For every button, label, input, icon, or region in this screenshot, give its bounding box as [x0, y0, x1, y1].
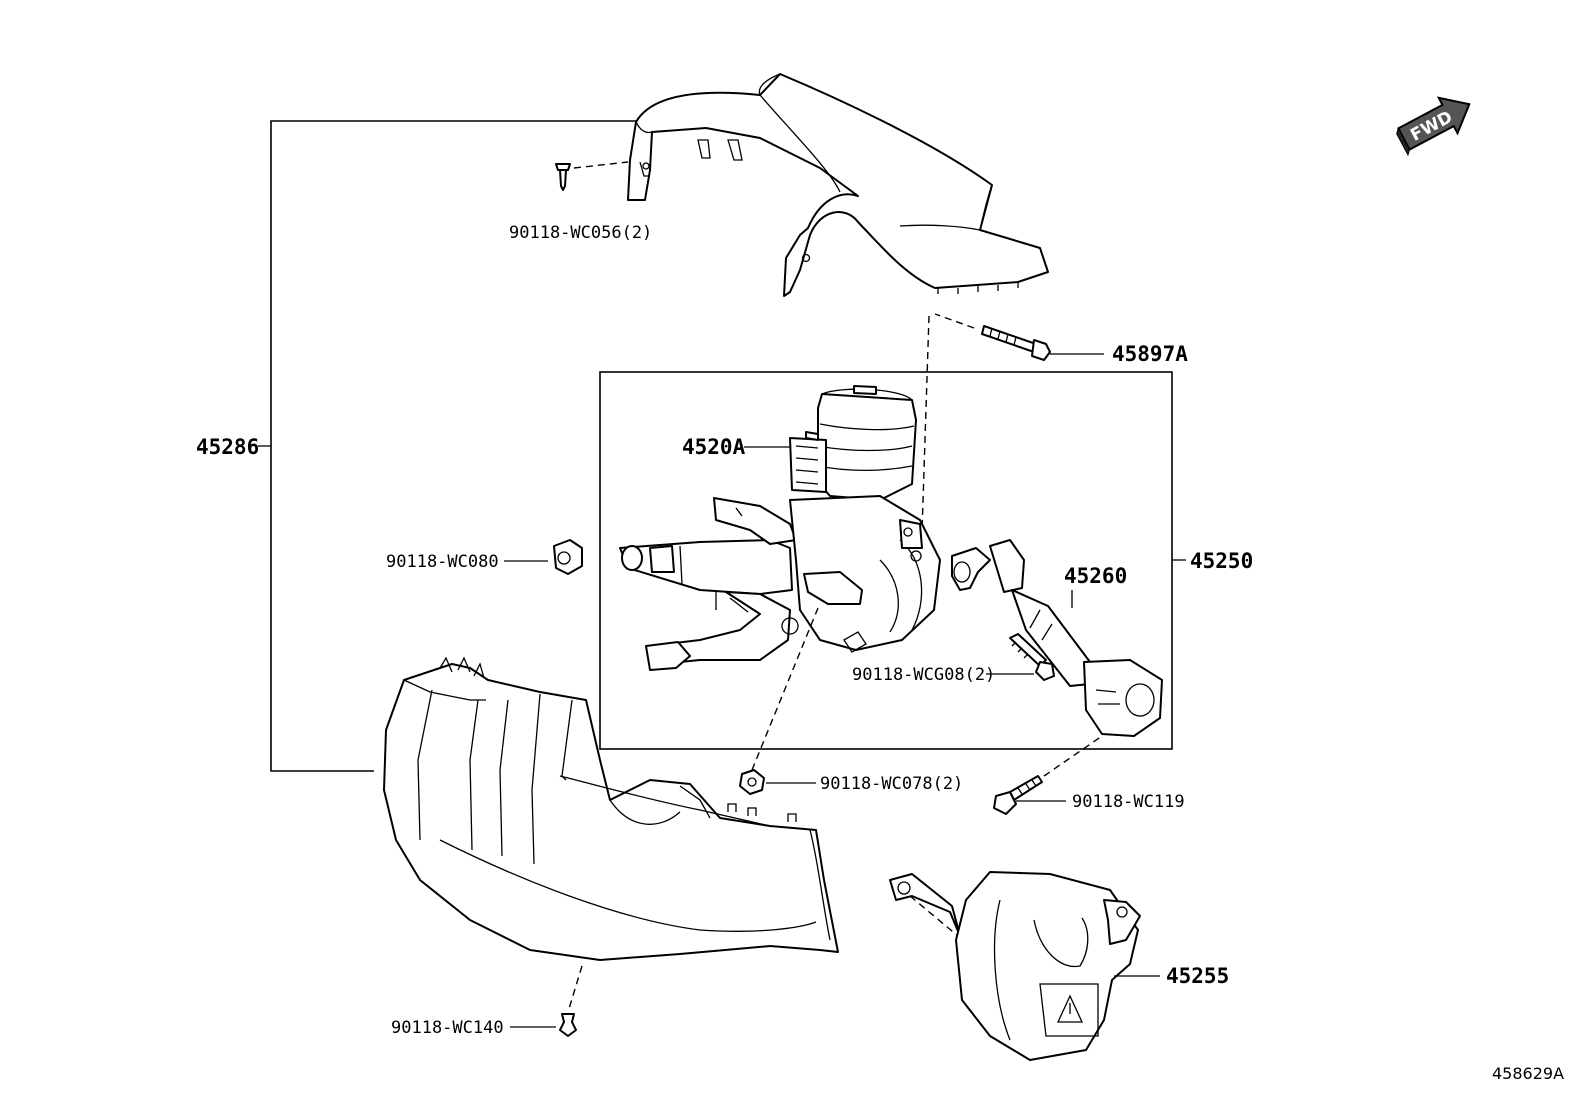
label-nut-wc080: 90118-WC080 [386, 552, 499, 572]
label-screw-top: 90118-WC056(2) [509, 223, 652, 243]
lower-column-cover [383, 656, 839, 961]
bolt-wc119 [993, 735, 1103, 815]
fwd-arrow-icon: FWD [1396, 96, 1471, 157]
cover-fastener-axis [921, 315, 930, 533]
steering-column-assembly [619, 385, 941, 671]
nut-wc080 [504, 539, 583, 575]
bolt-45897a [934, 313, 1104, 361]
label-45897a: 45897A [1112, 342, 1188, 366]
screw-wc140 [510, 965, 583, 1037]
label-screw-wc140: 90118-WC140 [391, 1018, 504, 1038]
label-45286: 45286 [196, 435, 259, 459]
bolt-wcg08 [986, 633, 1055, 681]
screw-wc056 [555, 161, 629, 191]
label-45250: 45250 [1190, 549, 1253, 573]
cover-45255 [889, 871, 1160, 1061]
upper-column-cover [627, 73, 1049, 297]
label-bolt-wcg08: 90118-WCG08(2) [852, 665, 995, 685]
nut-wc078 [739, 607, 819, 795]
label-45255: 45255 [1166, 964, 1229, 988]
label-nut-wc078: 90118-WC078(2) [820, 774, 963, 794]
intermediate-shaft-45260 [951, 539, 1163, 737]
warning-triangle-icon [1056, 994, 1084, 1023]
assembly-bracket-45286 [258, 120, 638, 772]
label-bolt-wc119: 90118-WC119 [1072, 792, 1185, 812]
diagram-id: 458629A [1492, 1064, 1564, 1083]
label-45260: 45260 [1064, 564, 1127, 588]
label-4520a: 4520A [682, 435, 746, 459]
